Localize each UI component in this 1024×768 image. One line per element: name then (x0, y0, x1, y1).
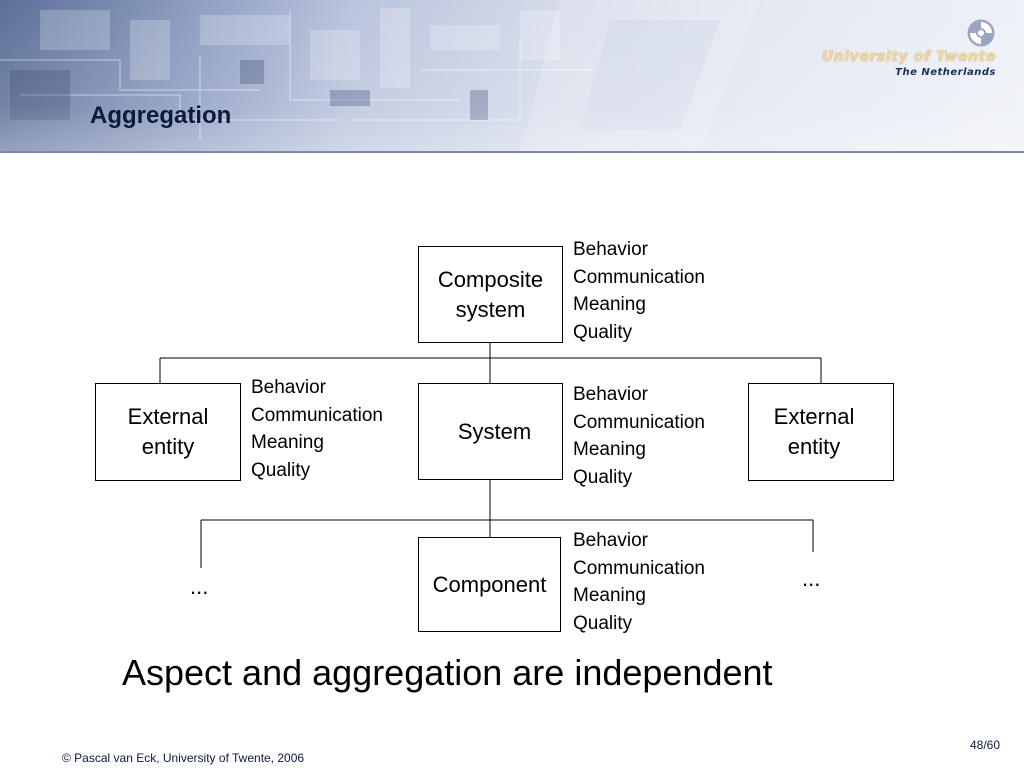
header-divider (0, 151, 1024, 153)
page-title: Aggregation (90, 102, 232, 129)
external-left-aspect-list: Behavior Communication Meaning Quality (251, 374, 383, 484)
aspect-item: Quality (573, 466, 633, 488)
aspect-item: Communication (573, 557, 705, 579)
aspect-item: Behavior (573, 239, 648, 260)
aspect-item: Meaning (573, 294, 646, 315)
aspect-item: Communication (573, 411, 705, 433)
aspect-item: Communication (573, 266, 705, 288)
composite-system-label-line2: system (455, 296, 526, 322)
circuit-board-image (0, 0, 760, 152)
aspect-item: Behavior (573, 384, 648, 405)
component-box: Component (418, 537, 561, 632)
aspect-item: Meaning (251, 432, 324, 453)
system-box: System (418, 383, 563, 480)
university-logo: University of Twente The Netherlands (822, 18, 1010, 82)
external-entity-right-label-line2: entity (787, 434, 841, 459)
external-entity-right-label-line1: External (773, 404, 855, 429)
system-label: System (457, 418, 532, 444)
ellipsis-right: ... (802, 566, 821, 591)
composite-system-box: Composite system (418, 246, 563, 343)
university-emblem-icon (967, 19, 995, 47)
external-entity-left-label-line1: External (127, 404, 209, 429)
composite-aspect-list: Behavior Communication Meaning Quality (573, 236, 705, 346)
aspect-item: Quality (573, 612, 633, 634)
aspect-item: Communication (251, 404, 383, 426)
logo-country: The Netherlands (895, 67, 996, 78)
banner-fade (0, 0, 1024, 152)
page-number: 48/60 (969, 738, 1000, 752)
logo-university-name: University of Twente (821, 49, 996, 65)
component-aspect-list: Behavior Communication Meaning Quality (573, 527, 705, 637)
system-aspect-list: Behavior Communication Meaning Quality (573, 381, 705, 491)
header-banner: University of Twente The Netherlands Agg… (0, 0, 1024, 152)
aspect-item: Quality (573, 321, 633, 343)
key-statement: Aspect and aggregation are independent (122, 652, 773, 693)
copyright-footer: © Pascal van Eck, University of Twente, … (62, 751, 305, 765)
aspect-item: Behavior (251, 377, 326, 398)
aspect-item: Quality (251, 459, 311, 481)
aspect-item: Behavior (573, 530, 648, 551)
composite-system-label-line1: Composite (437, 266, 544, 292)
external-entity-right-box: External entity (748, 383, 894, 481)
ellipsis-left: ... (190, 574, 209, 599)
component-label: Component (432, 571, 547, 597)
external-entity-left-label-line2: entity (141, 434, 195, 459)
aspect-item: Meaning (573, 585, 646, 606)
external-entity-left-box: External entity (95, 383, 241, 481)
aspect-item: Meaning (573, 439, 646, 460)
